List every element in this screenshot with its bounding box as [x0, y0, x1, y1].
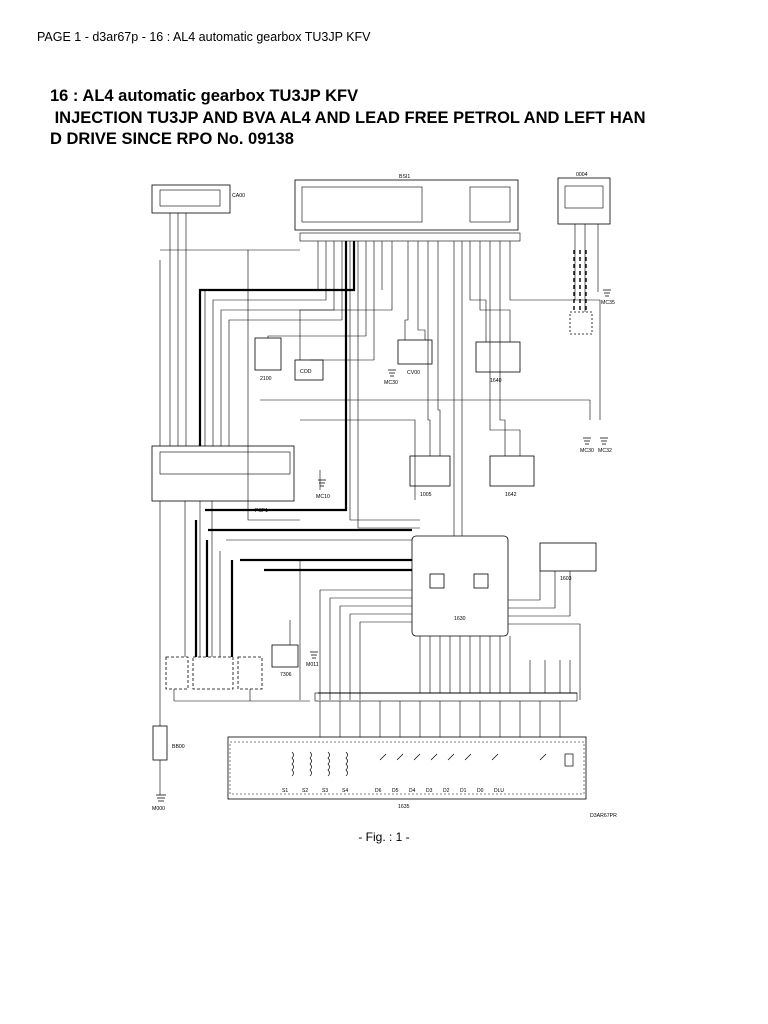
label-m000: M000 [152, 806, 165, 812]
label-mc35: MC35 [601, 300, 615, 306]
gearbox-label: D5 [392, 788, 399, 794]
label-m011: M011 [306, 662, 319, 668]
label-mc32: MC32 [598, 448, 612, 454]
cv00-block [397, 339, 433, 365]
page-subtitle: INJECTION TU3JP AND BVA AL4 AND LEAD FRE… [50, 108, 730, 150]
c0004-block [557, 177, 611, 225]
label-1635: 1635 [398, 804, 410, 810]
label-2100: 2100 [260, 376, 272, 382]
gate-label: S2 [302, 788, 308, 794]
label-0004: 0004 [576, 172, 588, 178]
page-header: PAGE 1 - d3ar67p - 16 : AL4 automatic ge… [37, 30, 371, 44]
label-1630: 1630 [454, 616, 466, 622]
c1640-block [475, 341, 521, 373]
gearbox-label: DLU [494, 788, 504, 794]
cod-block [294, 359, 324, 381]
gate-label: S1 [282, 788, 288, 794]
label-mc10: MC10 [316, 494, 330, 500]
psf1-block [151, 445, 295, 502]
gearbox-label: D0 [477, 788, 484, 794]
label-1642: 1642 [505, 492, 517, 498]
gearbox-label: D2 [443, 788, 450, 794]
c1603-block [539, 542, 597, 572]
bsi-block [294, 179, 519, 231]
label-psf1: PSF1 [255, 508, 268, 514]
label-7306: 7306 [280, 672, 292, 678]
subtitle-line-2: D DRIVE SINCE RPO No. 09138 [50, 130, 294, 148]
label-ca00: CA00 [232, 193, 245, 199]
gearbox-label: D1 [460, 788, 467, 794]
label-mc30b: MC30 [580, 448, 594, 454]
gate-label: S4 [342, 788, 348, 794]
gearbox-label: D4 [409, 788, 416, 794]
c1642-block [489, 455, 535, 487]
label-mc30a: MC30 [384, 380, 398, 386]
label-bb00: BB00 [172, 744, 185, 750]
c7306-block [271, 644, 299, 668]
label-ref: D3AR67PR [590, 813, 617, 819]
c1005-block [409, 455, 451, 487]
subtitle-line-1: INJECTION TU3JP AND BVA AL4 AND LEAD FRE… [50, 109, 646, 127]
label-bsi: BSI1 [399, 174, 410, 180]
ca00-block [151, 184, 231, 214]
bb00-block [152, 725, 168, 761]
gearbox-label: D3 [426, 788, 433, 794]
c1635-block [227, 736, 587, 800]
label-1005: 1005 [420, 492, 432, 498]
label-cod: COD [300, 369, 312, 375]
page-title: 16 : AL4 automatic gearbox TU3JP KFV [50, 87, 359, 105]
c2100-block [254, 337, 282, 371]
gate-label: S3 [322, 788, 328, 794]
label-cv00: CV00 [407, 370, 420, 376]
figure-caption: - Fig. : 1 - [358, 830, 410, 844]
label-1640: 1640 [490, 378, 502, 384]
label-1603: 1603 [560, 576, 572, 582]
gearbox-label: D6 [375, 788, 382, 794]
